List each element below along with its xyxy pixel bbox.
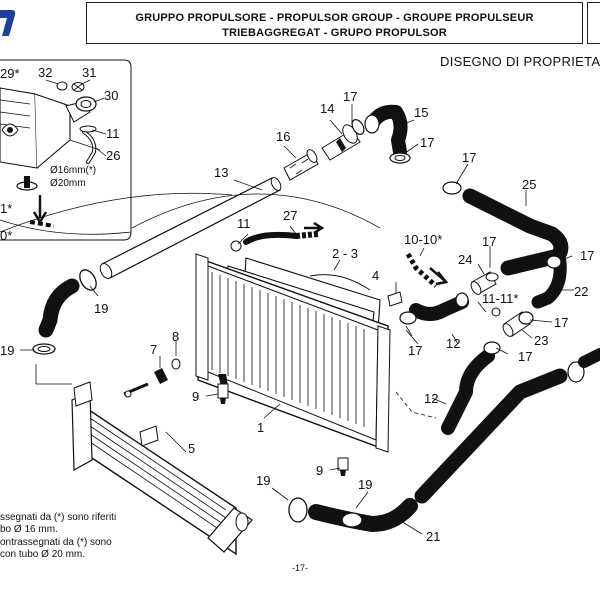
header-title-line2: TRIEBAGGREGAT - GRUPO PROPULSOR: [222, 27, 447, 39]
label-11-star-inset: 1*: [0, 201, 12, 216]
label-21: 21: [426, 529, 440, 544]
detail-inset: [0, 59, 132, 241]
leader-lines: [20, 104, 574, 535]
footnote-line3: ontrassegnati da (*) sono: [0, 537, 112, 548]
label-17-hose12: 17: [408, 343, 422, 358]
label-2-3: 2 - 3: [332, 246, 358, 261]
label-11-11-star: 11-11*: [482, 291, 518, 306]
label-17-top: 17: [343, 89, 357, 104]
radiator-1: [195, 253, 391, 453]
label-32: 32: [38, 65, 52, 80]
label-17-hose15: 17: [420, 135, 434, 150]
label-26: 26: [106, 148, 120, 163]
label-8: 8: [172, 329, 179, 344]
label-25: 25: [522, 177, 536, 192]
label-30: 30: [104, 88, 118, 103]
label-17-hose25: 17: [462, 150, 476, 165]
label-10-star-inset: 0*: [0, 228, 12, 243]
label-19-clamp-bottom: 19: [256, 473, 270, 488]
coupling-14-16: [283, 119, 365, 181]
label-15: 15: [414, 105, 428, 120]
label-14: 14: [320, 101, 334, 116]
label-9-lower: 9: [316, 463, 323, 478]
inset-dimension-16mm: Ø16mm(*): [50, 165, 96, 176]
label-7: 7: [150, 342, 157, 357]
intercooler-5: [71, 381, 253, 556]
footnote-line1: ssegnati da (*) sono riferiti: [0, 512, 117, 523]
brand-logo: [0, 10, 16, 36]
label-24: 24: [458, 252, 472, 267]
label-11-inset: 11: [106, 126, 120, 141]
label-31: 31: [82, 65, 96, 80]
pipe-13: [99, 177, 282, 279]
label-17-coupling23: 17: [554, 315, 568, 330]
page-number: -17-: [292, 563, 309, 573]
label-12-lower: 12: [424, 391, 438, 406]
label-17-hose22: 17: [580, 248, 594, 263]
label-10-10-star: 10-10*: [404, 232, 442, 247]
label-27: 27: [283, 208, 297, 223]
propriety-notice: DISEGNO DI PROPRIETA: [440, 54, 600, 69]
label-4: 4: [372, 268, 379, 283]
label-11-main: 11: [237, 216, 251, 231]
label-19-hose-left: 19: [94, 301, 108, 316]
header-title-box: GRUPPO PROPULSORE - PROPULSOR GROUP - GR…: [86, 2, 583, 44]
label-5: 5: [188, 441, 195, 456]
footnote-line2: bo Ø 16 mm.: [0, 524, 58, 535]
coupling-23-24: [470, 271, 534, 337]
label-12-upper: 12: [446, 336, 460, 351]
label-13: 13: [214, 165, 228, 180]
inset-dimension-20mm: Ø20mm: [50, 178, 86, 189]
footnote-line4: con tubo Ø 20 mm.: [0, 549, 86, 560]
header-corner-box: [587, 2, 600, 44]
label-9-upper: 9: [192, 389, 199, 404]
label-19-clamp-left: 19: [0, 343, 14, 358]
label-17-coupling24: 17: [482, 234, 496, 249]
label-1: 1: [257, 420, 264, 435]
label-16: 16: [276, 129, 290, 144]
label-29-star: 29*: [0, 66, 20, 81]
label-22: 22: [574, 284, 588, 299]
label-23: 23: [534, 333, 548, 348]
label-17-lower: 17: [518, 349, 532, 364]
header-title-line1: GRUPPO PROPULSORE - PROPULSOR GROUP - GR…: [135, 12, 534, 24]
label-19-hose21: 19: [358, 477, 372, 492]
